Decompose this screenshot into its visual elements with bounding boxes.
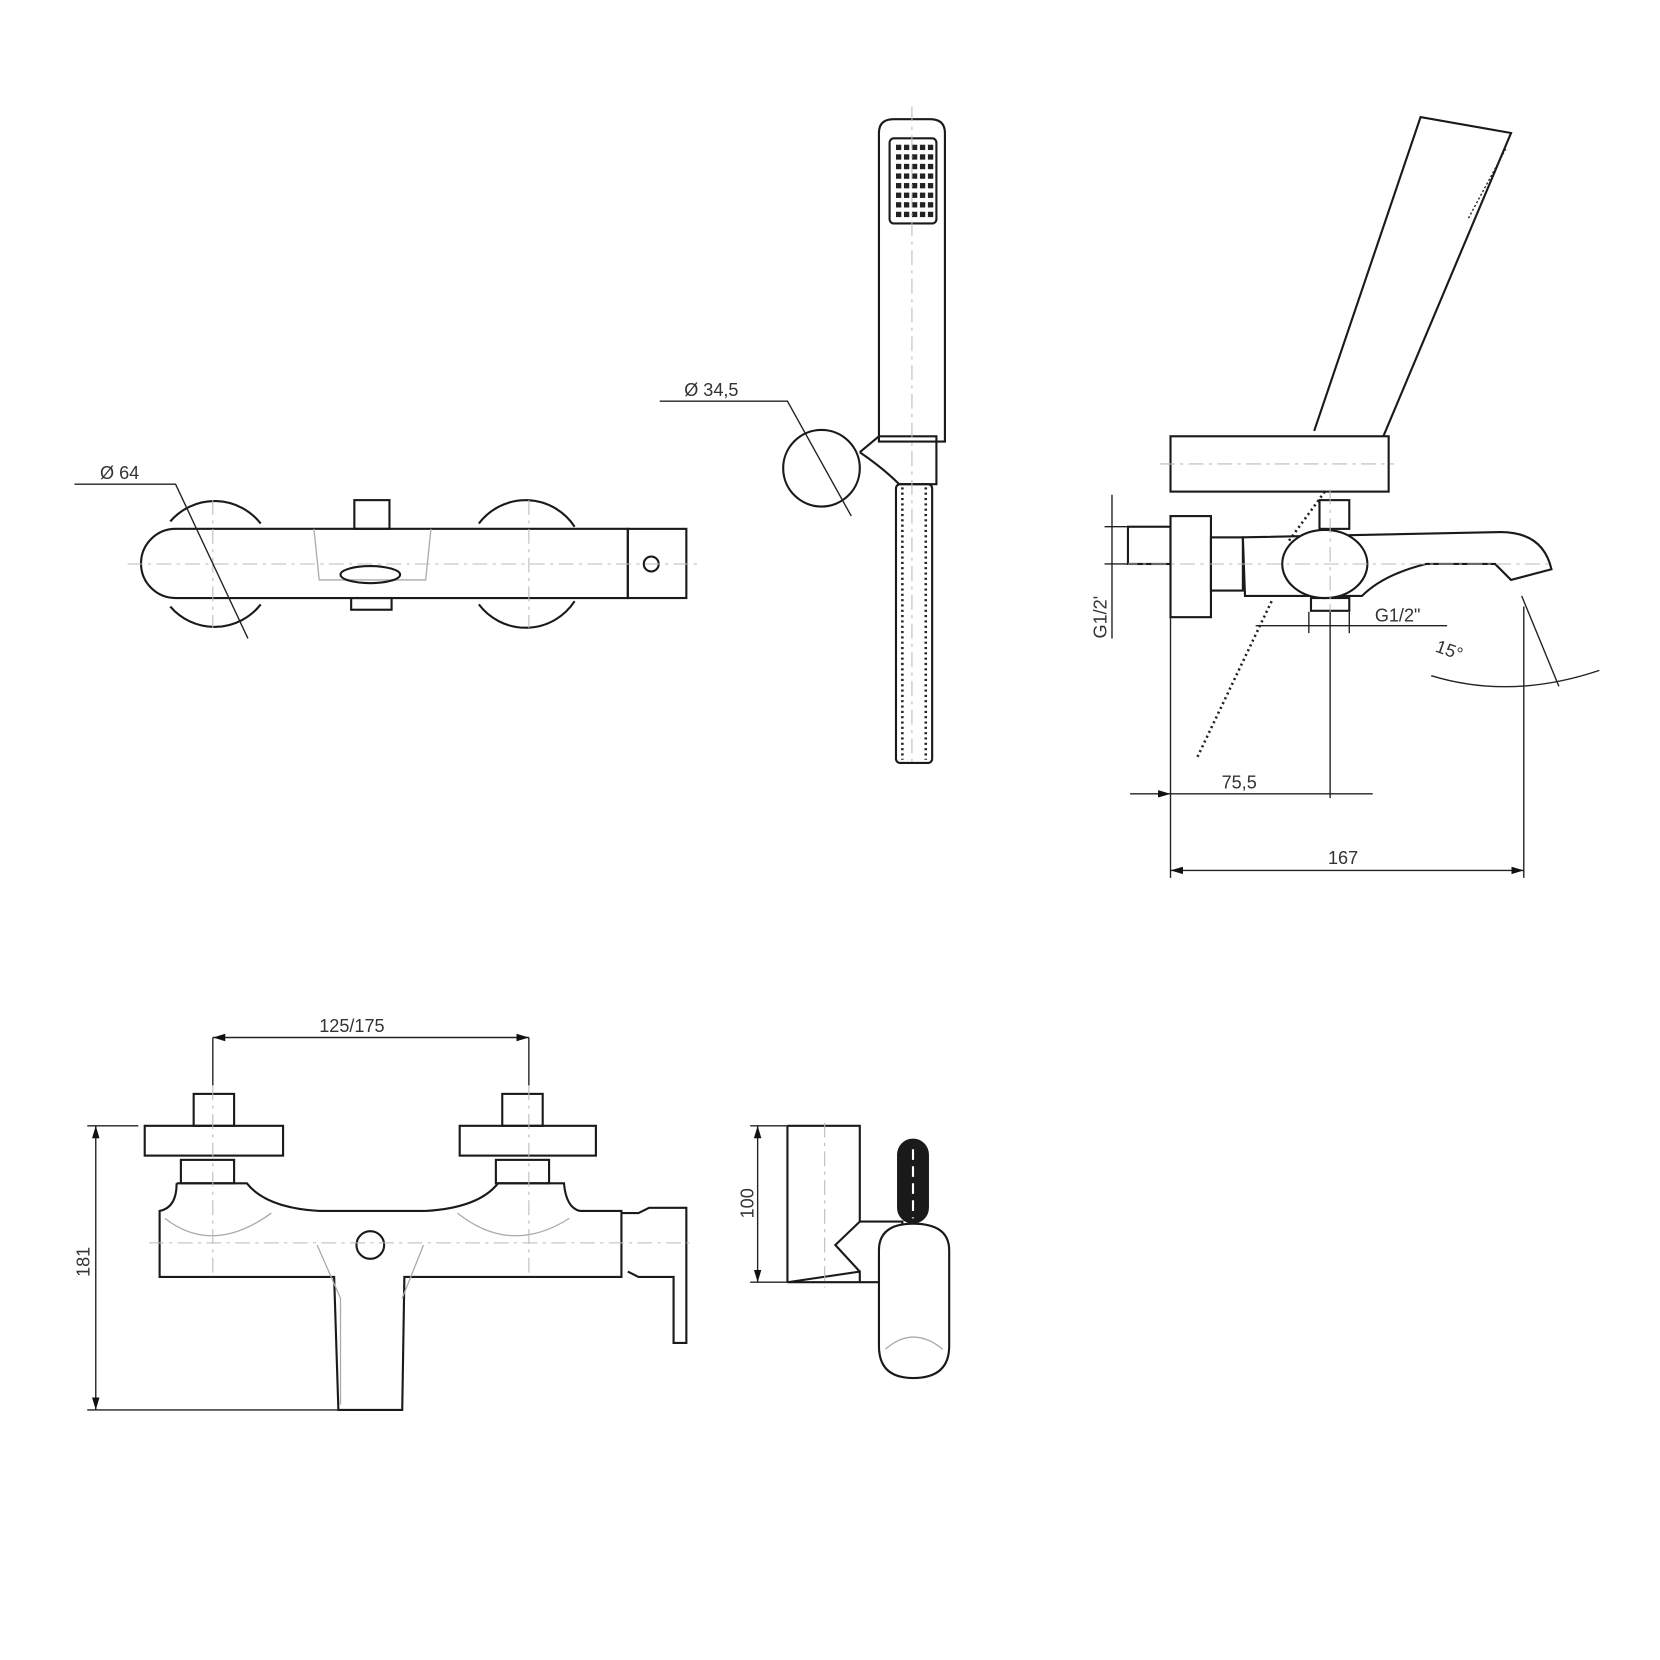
spray-nozzle	[895, 144, 902, 151]
spray-nozzle	[919, 173, 926, 179]
outlet-thread-label: G1/2"	[1375, 605, 1421, 625]
spray-nozzle	[919, 202, 926, 208]
holder-height-label: 100	[737, 1188, 757, 1218]
spray-nozzle	[911, 173, 918, 179]
inlet-centers-label: 125/175	[319, 1016, 384, 1036]
mixer-top-view: Ø 64	[74, 463, 703, 639]
spray-nozzle	[927, 192, 934, 198]
spray-nozzle	[895, 202, 902, 208]
spray-nozzle	[927, 144, 934, 151]
spray-nozzle	[895, 211, 902, 218]
spray-nozzle	[903, 211, 910, 218]
spray-nozzle	[911, 202, 918, 208]
hand-shower-front-view: Ø 34,5	[659, 106, 946, 767]
spray-nozzle	[911, 183, 918, 189]
spray-nozzle	[927, 173, 934, 179]
spray-nozzle	[911, 154, 918, 160]
spray-nozzle	[895, 192, 902, 198]
spray-nozzle	[927, 183, 934, 189]
holder-diameter-label: Ø 34,5	[684, 380, 738, 400]
mixer-side-view: G1/2' G1/2" 15° 75,5 167	[1091, 115, 1600, 878]
spray-nozzle	[919, 183, 926, 189]
spray-nozzle	[919, 154, 926, 160]
spray-nozzle	[927, 211, 934, 218]
spray-nozzle	[911, 211, 918, 218]
spray-nozzle	[903, 202, 910, 208]
spout-projection-label: 167	[1328, 848, 1358, 868]
spray-nozzle	[895, 163, 902, 170]
spout-angle-label: 15°	[1433, 636, 1466, 664]
spray-nozzle	[927, 202, 934, 208]
spray-nozzle	[903, 154, 910, 160]
spray-nozzle	[903, 192, 910, 198]
spray-nozzle	[911, 163, 918, 170]
mixer-front-view: 125/175 181	[73, 1016, 692, 1411]
spray-nozzle	[895, 183, 902, 189]
escutcheon-diameter-label: Ø 64	[100, 463, 139, 483]
spray-nozzle	[903, 144, 910, 151]
spray-nozzle-grid	[895, 144, 934, 218]
holder-side-view: 100	[737, 1122, 951, 1380]
spray-nozzle	[903, 183, 910, 189]
spray-nozzle	[895, 154, 902, 160]
spray-nozzle	[919, 192, 926, 198]
spray-nozzle	[927, 154, 934, 160]
total-height-label: 181	[73, 1247, 93, 1277]
spray-nozzle	[895, 173, 902, 179]
spray-nozzle	[911, 192, 918, 198]
spray-nozzle	[919, 163, 926, 170]
spray-nozzle	[903, 173, 910, 179]
spray-nozzle	[903, 163, 910, 170]
spray-nozzle	[919, 144, 926, 151]
spray-nozzle	[911, 144, 918, 151]
outlet-offset-label: 75,5	[1222, 773, 1257, 793]
spray-nozzle	[927, 163, 934, 170]
spray-nozzle	[919, 211, 926, 218]
inlet-thread-label: G1/2'	[1091, 596, 1111, 639]
